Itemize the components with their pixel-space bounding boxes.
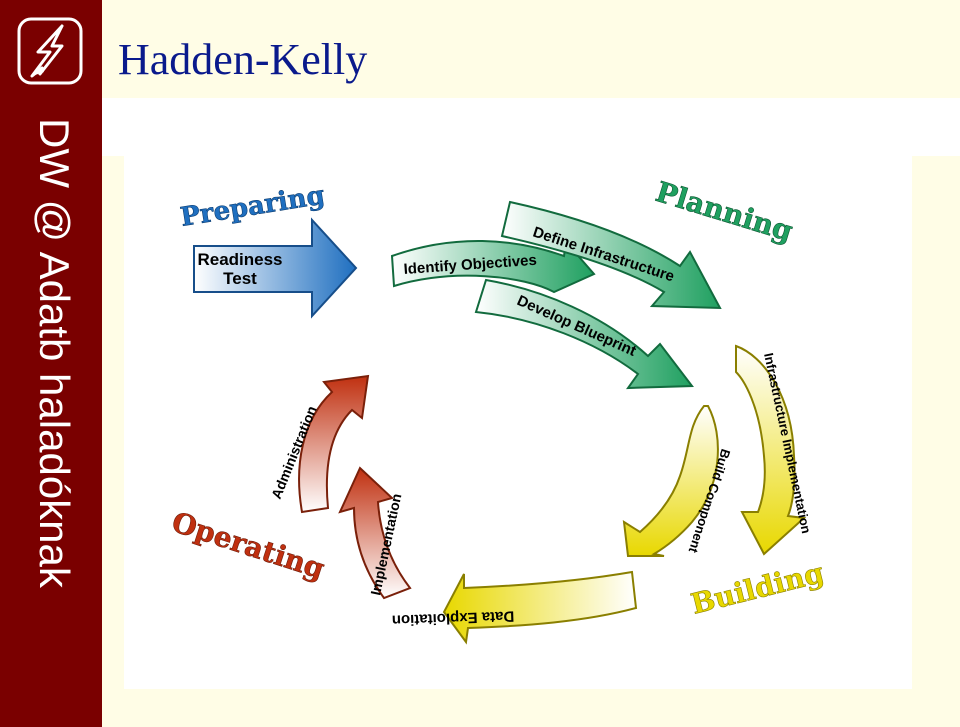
arrow-infrastructure-implementation — [735, 344, 807, 556]
step-readiness-test-line1: Readiness — [197, 250, 282, 269]
step-readiness-test-line2: Test — [223, 269, 257, 288]
arrow-readiness-test — [193, 217, 358, 319]
arrow-develop-blueprint — [474, 278, 694, 390]
phase-label-operating: Operating — [168, 505, 329, 585]
step-develop-blueprint: Develop Blueprint — [514, 292, 638, 360]
phase-label-building: Building — [688, 556, 827, 621]
header-strip — [102, 98, 960, 156]
phase-label-preparing: Preparing — [178, 181, 326, 233]
sidebar: DW @ Adatb haladóknak — [0, 0, 102, 727]
arrow-identify-objectives — [390, 239, 596, 294]
arrow-implementation — [338, 466, 412, 600]
arrow-build-component — [622, 405, 719, 557]
lightning-logo-icon — [17, 17, 83, 85]
arrow-data-exploitation — [442, 570, 638, 645]
page-title: Hadden-Kelly — [118, 35, 368, 84]
arrow-administration — [298, 374, 370, 514]
arrow-define-infrastructure — [500, 200, 722, 310]
step-data-exploitation: Data Exploitation — [392, 607, 515, 628]
phase-label-planning: Planning — [652, 175, 797, 248]
hadden-kelly-cycle-diagram: Preparing Readiness Test Planning Identi… — [168, 175, 827, 645]
diagram-canvas: Preparing Readiness Test Planning Identi… — [124, 156, 912, 689]
sidebar-title: DW @ Adatb haladóknak — [31, 118, 78, 588]
